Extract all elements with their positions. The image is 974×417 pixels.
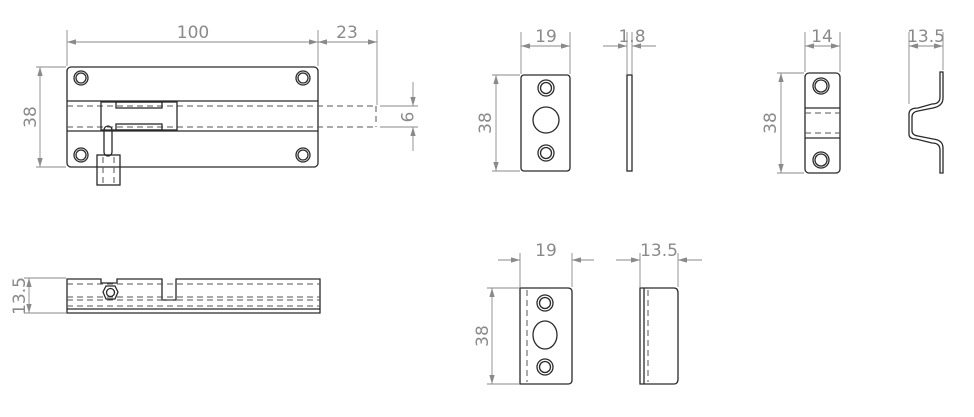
keeper-front-view bbox=[804, 72, 841, 174]
svg-text:23: 23 bbox=[336, 23, 358, 43]
svg-text:38: 38 bbox=[761, 112, 781, 134]
strike-box-front-view bbox=[519, 287, 573, 385]
svg-text:13.5: 13.5 bbox=[10, 277, 30, 315]
dimension-bolt-extension: 23 bbox=[318, 23, 378, 105]
strike-plate-side-view bbox=[626, 74, 633, 172]
dimension-keeper-depth: 13.5 bbox=[907, 27, 945, 104]
dimension-strike-plate-width: 19 bbox=[520, 27, 571, 74]
svg-text:19: 19 bbox=[535, 241, 557, 261]
dimension-keeper-height: 38 bbox=[761, 72, 804, 174]
strike-box-side-view bbox=[639, 287, 679, 385]
svg-text:38: 38 bbox=[21, 106, 41, 128]
dimension-strike-box-width: 19 bbox=[498, 241, 594, 287]
bolt-top-view bbox=[66, 278, 321, 314]
svg-text:9: 9 bbox=[396, 112, 416, 123]
keeper-side-view bbox=[908, 71, 944, 174]
screw-hole bbox=[73, 70, 311, 163]
bolt-front-view bbox=[66, 66, 377, 186]
svg-text:38: 38 bbox=[473, 325, 493, 347]
dimension-strike-plate-height: 38 bbox=[476, 74, 520, 172]
dimension-strike-box-depth: 13.5 bbox=[616, 241, 702, 287]
dimension-bolt-length: 100 bbox=[66, 23, 319, 66]
dimension-strike-plate-thickness: 1.8 bbox=[603, 27, 656, 74]
dimension-bolt-plate-height: 38 bbox=[21, 66, 66, 168]
svg-text:19: 19 bbox=[535, 27, 557, 47]
dimension-bolt-depth: 13.5 bbox=[10, 277, 66, 315]
svg-text:13.5: 13.5 bbox=[907, 27, 945, 47]
dimension-keeper-width: 14 bbox=[804, 27, 841, 72]
svg-text:38: 38 bbox=[476, 112, 496, 134]
svg-text:13.5: 13.5 bbox=[640, 241, 678, 261]
svg-text:14: 14 bbox=[811, 27, 833, 47]
dimension-bolt-diameter: 9 bbox=[380, 82, 418, 151]
svg-text:100: 100 bbox=[177, 23, 209, 43]
strike-plate-front-view bbox=[520, 74, 571, 172]
svg-text:1.8: 1.8 bbox=[618, 27, 645, 47]
dimension-strike-box-height: 38 bbox=[473, 287, 519, 385]
